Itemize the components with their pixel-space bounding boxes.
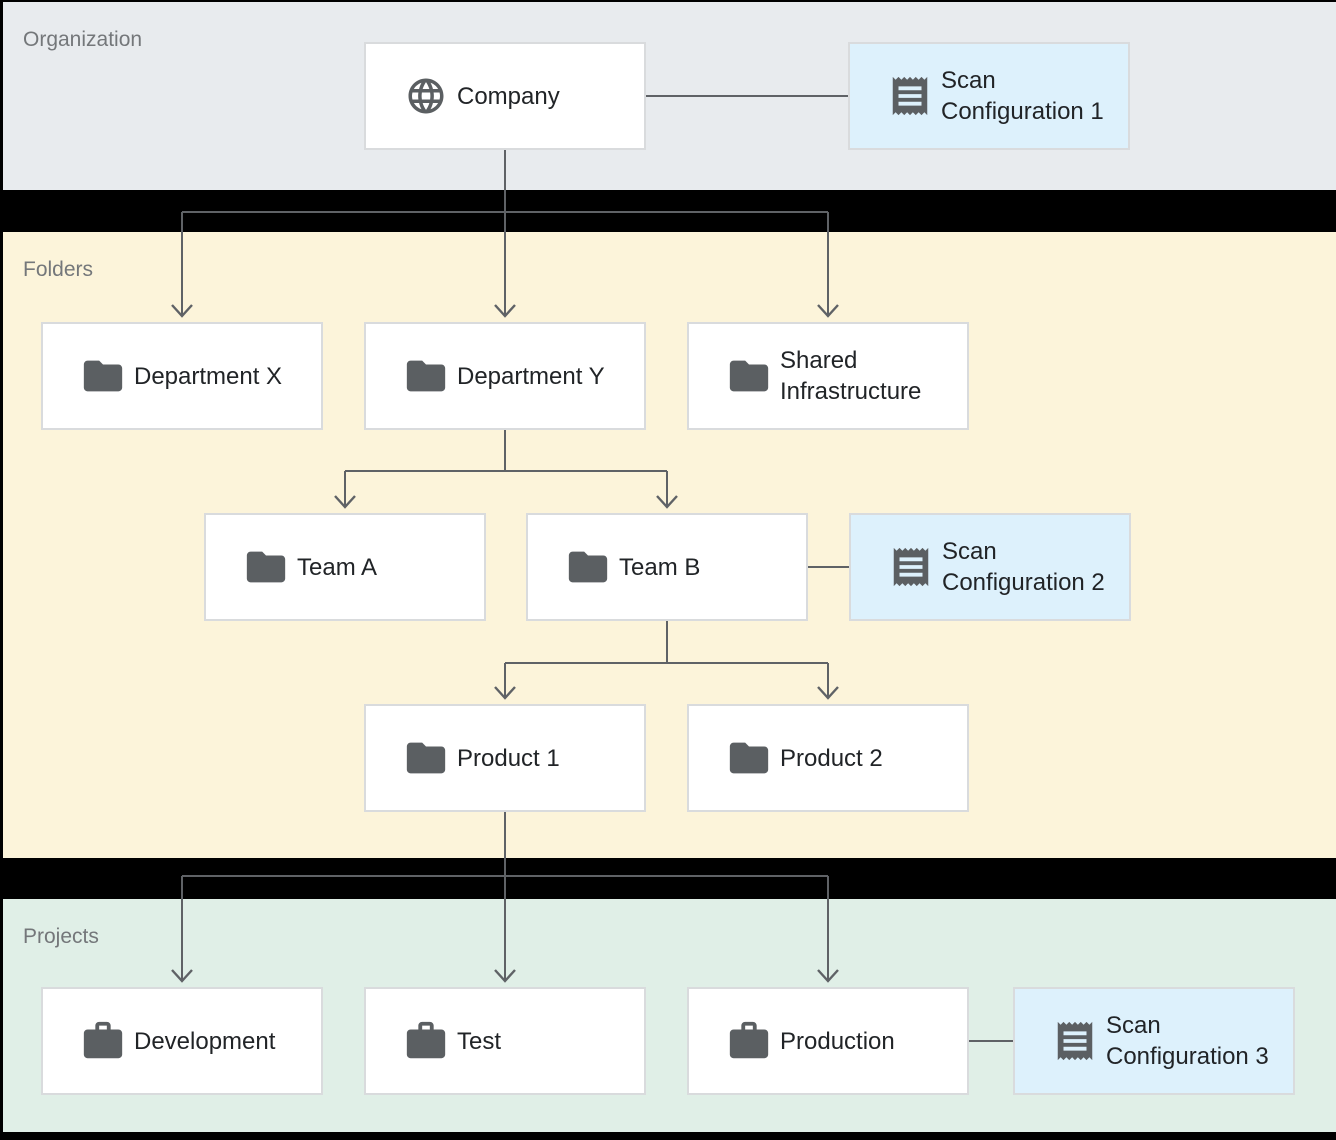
team-a-node: Team A xyxy=(204,513,486,621)
scan-configuration-2-label: Scan Configuration 2 xyxy=(942,538,1105,596)
folder-icon xyxy=(726,353,772,399)
department-x-node: Department X xyxy=(41,322,323,430)
arrowhead-teamA xyxy=(334,495,356,509)
team-b-node: Team B xyxy=(526,513,808,621)
arrowhead-deptY xyxy=(494,304,516,318)
development-node: Development xyxy=(41,987,323,1095)
department-y-label: Department Y xyxy=(457,362,605,390)
folders-band-label: Folders xyxy=(23,258,94,281)
arrowhead-shared-infra xyxy=(817,304,839,318)
arrowhead-teamB xyxy=(656,495,678,509)
globe-icon xyxy=(403,73,449,119)
company-node-label: Company xyxy=(457,82,560,110)
folder-icon xyxy=(565,544,611,590)
scan-configuration-1-label: Scan Configuration 1 xyxy=(941,67,1104,125)
scan-configuration-3-node: Scan Configuration 3 xyxy=(1013,987,1295,1095)
company-node: Company xyxy=(364,42,646,150)
team-a-label: Team A xyxy=(297,553,378,581)
briefcase-icon xyxy=(726,1018,772,1064)
receipt-icon xyxy=(1052,1018,1098,1064)
team-b-label: Team B xyxy=(619,553,701,581)
product-1-label: Product 1 xyxy=(457,744,560,772)
department-y-node: Department Y xyxy=(364,322,646,430)
arrowhead-development xyxy=(171,969,193,983)
shared-infrastructure-node: Shared Infrastructure xyxy=(687,322,969,430)
production-node: Production xyxy=(687,987,969,1095)
scan-configuration-1-node: Scan Configuration 1 xyxy=(848,42,1130,150)
arrowhead-production xyxy=(817,969,839,983)
arrowhead-product2 xyxy=(817,686,839,700)
folder-icon xyxy=(403,353,449,399)
product-1-node: Product 1 xyxy=(364,704,646,812)
folder-icon xyxy=(80,353,126,399)
folder-icon xyxy=(243,544,289,590)
arrowhead-product1 xyxy=(494,686,516,700)
production-label: Production xyxy=(780,1027,895,1055)
product-2-node: Product 2 xyxy=(687,704,969,812)
folder-icon xyxy=(726,735,772,781)
receipt-icon xyxy=(887,73,933,119)
receipt-icon xyxy=(888,544,934,590)
scan-configuration-2-node: Scan Configuration 2 xyxy=(849,513,1131,621)
briefcase-icon xyxy=(403,1018,449,1064)
folder-icon xyxy=(403,735,449,781)
department-x-label: Department X xyxy=(134,362,283,390)
test-node: Test xyxy=(364,987,646,1095)
projects-band-label: Projects xyxy=(23,925,99,948)
arrowhead-test xyxy=(494,969,516,983)
test-label: Test xyxy=(457,1027,502,1055)
scan-configuration-3-label: Scan Configuration 3 xyxy=(1106,1012,1269,1070)
briefcase-icon xyxy=(80,1018,126,1064)
shared-infrastructure-label: Shared Infrastructure xyxy=(780,347,922,405)
organization-band-label: Organization xyxy=(23,28,143,51)
development-label: Development xyxy=(134,1027,276,1055)
product-2-label: Product 2 xyxy=(780,744,883,772)
arrowhead-deptX xyxy=(171,304,193,318)
